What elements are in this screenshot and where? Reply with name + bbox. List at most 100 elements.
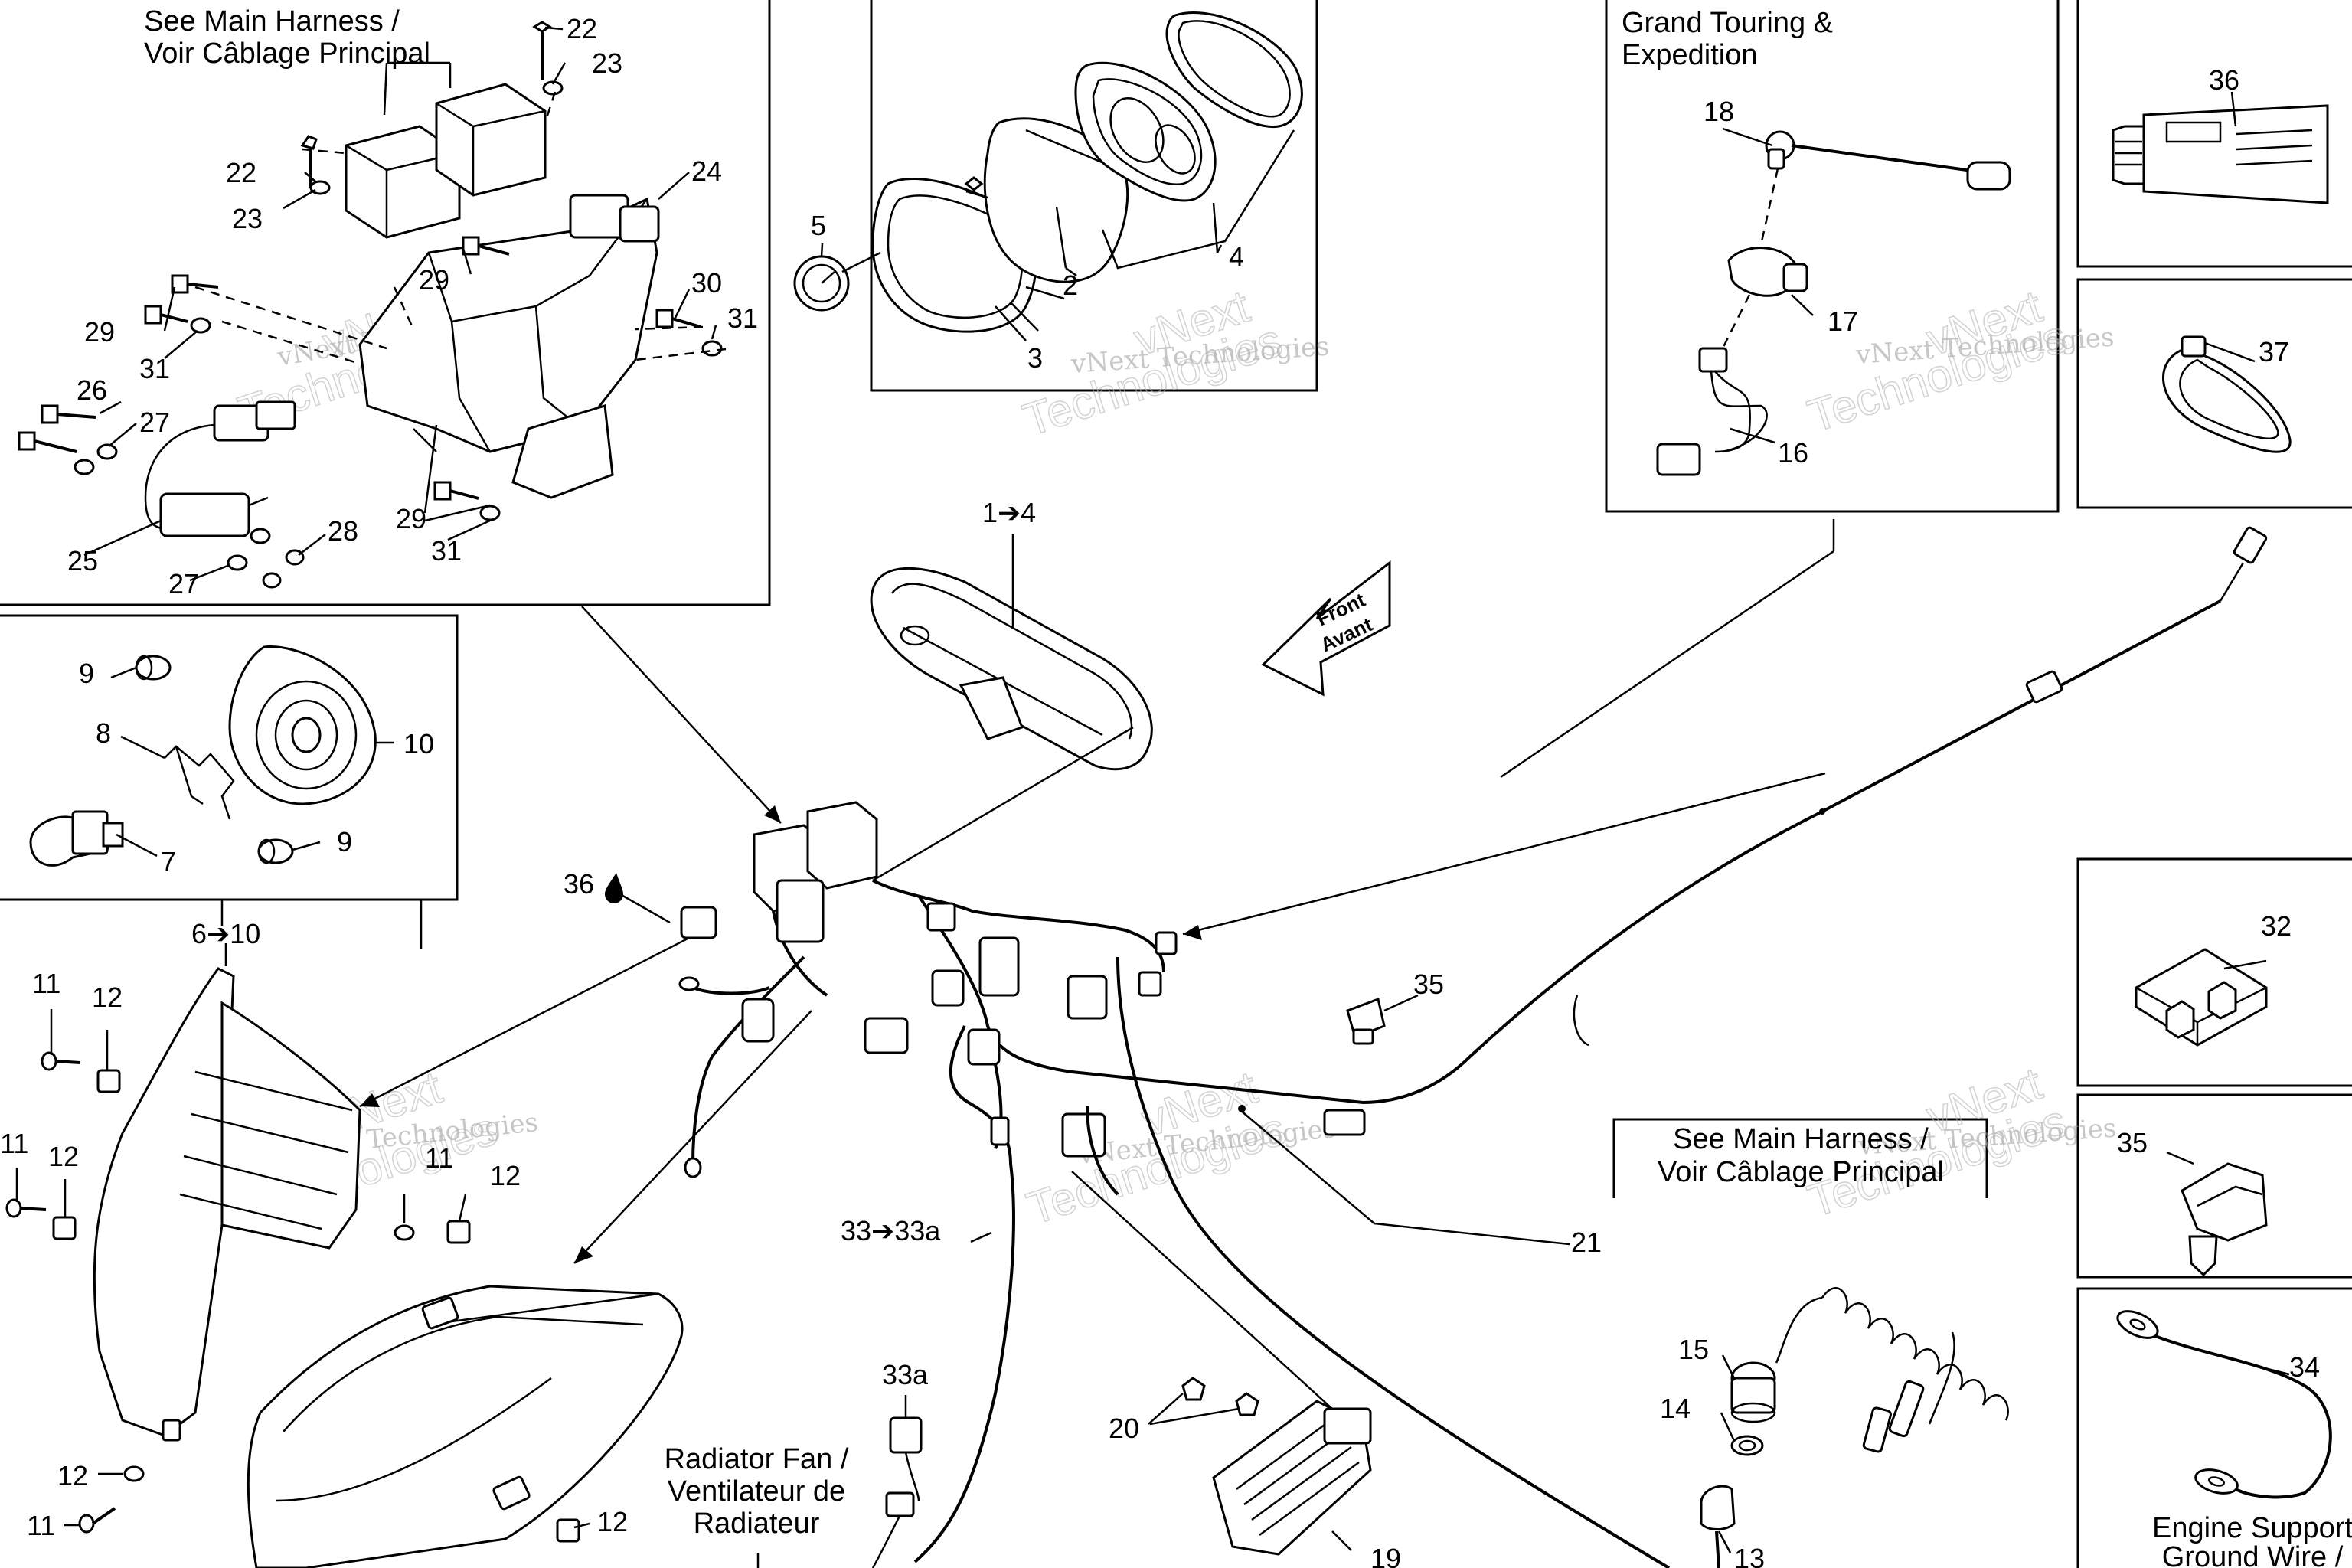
callout: 10	[403, 728, 434, 760]
clip-35-center	[1346, 997, 1386, 1045]
callout: 11	[32, 968, 60, 999]
caption-ground-wire: Ground Wire /	[2162, 1541, 2344, 1568]
callout: 3	[1027, 342, 1043, 374]
caption-main-harness: See Main Harness /	[144, 5, 400, 38]
callout: 14	[1660, 1393, 1690, 1424]
clip-35-panel	[2180, 1162, 2268, 1277]
instrument-cluster	[870, 567, 1153, 771]
callout: 31	[727, 302, 758, 334]
callout: 12	[92, 982, 122, 1013]
panel-headlight-detail	[0, 614, 459, 901]
cluster-exploded	[793, 11, 1303, 341]
callout: 26	[77, 374, 107, 406]
headlight-assembly	[93, 967, 684, 1568]
callout: 8	[96, 717, 111, 749]
tether-cord	[1700, 1287, 2009, 1568]
callout: 28	[328, 515, 358, 547]
leader-lines	[15, 26, 2290, 1568]
caption-expedition: Expedition	[1622, 39, 1757, 71]
callout: 35	[1413, 969, 1444, 1000]
cable-tie	[2161, 335, 2292, 453]
callout: 27	[168, 568, 199, 599]
callout: 11	[0, 1128, 28, 1159]
callout-range: 1➔4	[982, 497, 1036, 528]
callout: 12	[48, 1141, 79, 1172]
panel-part-34	[2076, 1287, 2352, 1568]
callout: 30	[691, 267, 722, 299]
callout: 21	[1571, 1227, 1602, 1258]
housing-4	[1074, 61, 1217, 202]
callout: 31	[139, 353, 170, 384]
callout: 16	[1778, 437, 1808, 469]
caption-radiator-fan: Radiator Fan /	[665, 1443, 849, 1475]
front-arrow: Front Avant	[1261, 560, 1391, 697]
callout: 11	[425, 1142, 453, 1174]
panel-part-37	[2076, 278, 2352, 509]
callout: 27	[139, 407, 170, 438]
sealant-tube	[2112, 104, 2329, 204]
callout: 11	[27, 1510, 55, 1541]
drop-icon	[605, 873, 623, 903]
callout: 13	[1734, 1543, 1765, 1568]
callout: 29	[396, 503, 426, 534]
callout: 7	[161, 846, 176, 877]
relay-bracket-assembly	[18, 21, 727, 589]
pointer-arrows	[359, 606, 1826, 1410]
fuse	[2135, 948, 2268, 1047]
callout: 33a	[882, 1359, 929, 1390]
callout: 15	[1678, 1334, 1709, 1365]
callout: 22	[567, 13, 597, 44]
caption-engine-support: Engine Support	[2152, 1512, 2352, 1544]
relay-right	[435, 83, 547, 197]
panel-part-36	[2076, 0, 2352, 268]
callout: 22	[226, 157, 256, 188]
callouts: 22 23 22 23 24 29 30 29 31 31 26 27 28 2…	[0, 13, 2320, 1568]
panel-cluster	[870, 0, 1318, 392]
caption-grand-touring: Grand Touring &	[1622, 7, 1833, 39]
mounting-bracket	[358, 194, 660, 499]
switch-assembly	[144, 400, 296, 537]
captions: See Main Harness / Voir Câblage Principa…	[144, 5, 2352, 1568]
headlight-detail	[29, 645, 377, 867]
callout: 37	[2259, 336, 2289, 368]
callout: 34	[2289, 1351, 2320, 1383]
callout: 12	[597, 1506, 628, 1537]
callout: 29	[84, 316, 115, 348]
caption-radiator-fan-fr: Ventilateur de	[668, 1475, 845, 1508]
callout: 4	[1229, 241, 1244, 273]
relay-left	[345, 125, 461, 239]
main-wiring-harness	[678, 526, 2268, 1568]
callout: 19	[1370, 1543, 1401, 1568]
caption-main-harness-right-fr: Voir Câblage Principal	[1658, 1156, 1944, 1188]
callout: 2	[1063, 270, 1078, 301]
panel-main-harness-right	[1612, 1118, 1988, 1198]
callout: 36	[564, 868, 594, 900]
callout: 12	[57, 1460, 88, 1491]
callout: 31	[431, 535, 462, 567]
callout-range: 33➔33a	[841, 1215, 941, 1246]
gauge-5	[793, 255, 850, 312]
callout: 18	[1704, 96, 1734, 127]
callout: 32	[2261, 910, 2292, 942]
panel-part-32	[2076, 858, 2352, 1087]
callout: 5	[811, 210, 826, 241]
fan-relay-33a	[871, 1416, 923, 1568]
heated-grip-wiring	[1656, 130, 2011, 476]
caption-main-harness-right: See Main Harness /	[1673, 1123, 1929, 1155]
callout: 25	[67, 545, 98, 577]
callout-range: 6➔10	[191, 918, 260, 949]
callout: 9	[79, 658, 94, 689]
callout: 29	[419, 264, 449, 296]
callout: 12	[490, 1160, 521, 1191]
callout: 9	[337, 826, 352, 858]
panel-main-harness-top	[0, 0, 771, 606]
callout: 17	[1828, 305, 1858, 337]
caption-main-harness-fr: Voir Câblage Principal	[144, 38, 430, 70]
callout: 24	[691, 155, 722, 187]
panel-part-35	[2076, 1093, 2352, 1279]
callout: 23	[592, 47, 622, 79]
fasteners-11-12	[5, 1051, 580, 1543]
